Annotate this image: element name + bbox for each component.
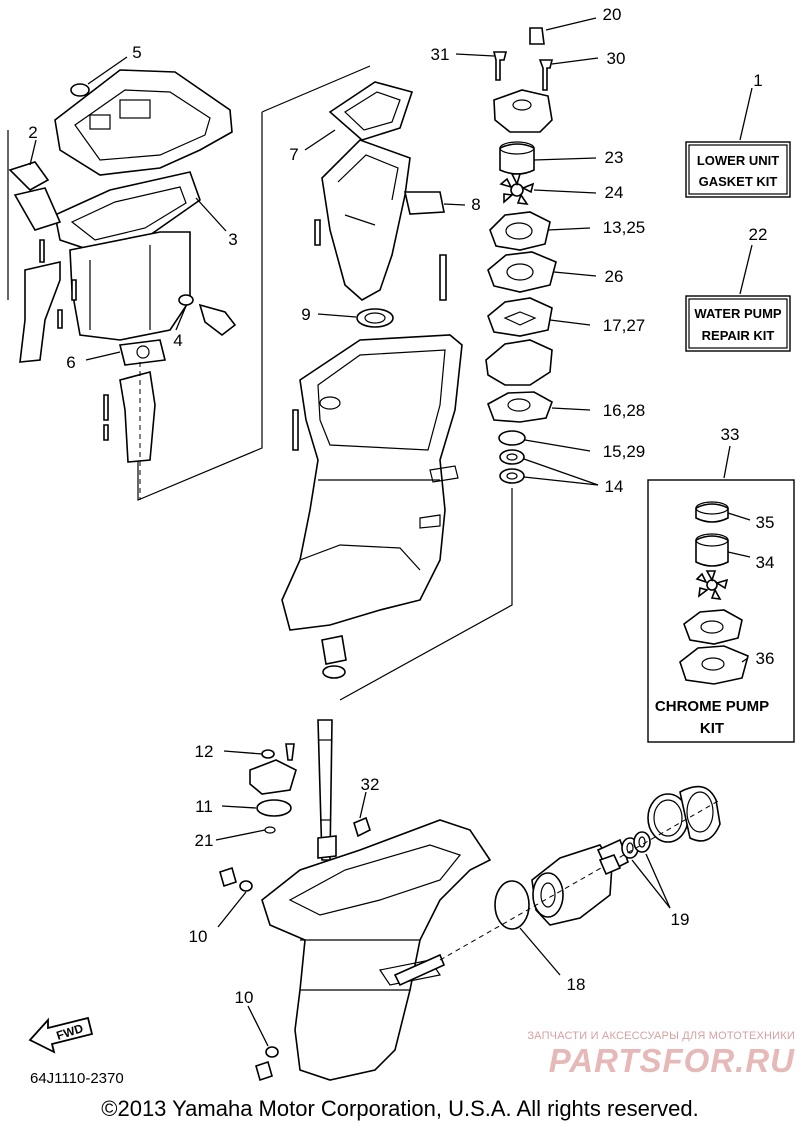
upper-case-group xyxy=(281,81,463,679)
callout-30: 30 xyxy=(607,49,626,68)
exhaust-chamber xyxy=(321,139,411,301)
callout-1: 1 xyxy=(753,71,762,90)
plate-36 xyxy=(679,645,749,685)
bolt-20 xyxy=(529,27,545,45)
gasket-3 xyxy=(54,171,201,251)
water-pump-group xyxy=(339,27,557,701)
callout-10a: 10 xyxy=(189,927,208,946)
callout-26: 26 xyxy=(605,267,624,286)
callout-8: 8 xyxy=(471,195,480,214)
callout-33: 33 xyxy=(721,425,740,444)
seal-9 xyxy=(356,308,394,328)
drain-plug-10a xyxy=(219,866,237,888)
callout-2: 2 xyxy=(28,123,37,142)
callout-31: 31 xyxy=(431,45,450,64)
exhaust-manifold xyxy=(19,260,61,363)
callout-22: 22 xyxy=(749,225,768,244)
bolt-30 xyxy=(538,59,554,91)
chrome-pump-kit-line2: KIT xyxy=(700,720,724,737)
oil-seal-14a xyxy=(499,449,525,465)
insert-23 xyxy=(499,143,535,175)
callout-16-28: 16,28 xyxy=(603,401,646,420)
oring-18 xyxy=(494,880,530,930)
gasket-7 xyxy=(328,81,414,141)
lower-unit-kit-line2: GASKET KIT xyxy=(699,174,778,189)
lower-unit-kit-line1: LOWER UNIT xyxy=(697,153,779,168)
insert-35 xyxy=(695,503,729,523)
callout-20: 20 xyxy=(603,5,622,24)
plug-5 xyxy=(70,83,90,97)
gasket-6 xyxy=(119,339,166,366)
drawing-code: 64J1110-2370 xyxy=(30,1070,124,1087)
callout-10b: 10 xyxy=(235,988,254,1007)
callout-19: 19 xyxy=(671,910,690,929)
callout-13-25: 13,25 xyxy=(603,218,646,237)
oil-pan xyxy=(69,231,191,341)
ring-nut xyxy=(679,785,721,842)
liner-34 xyxy=(695,535,729,567)
callout-9: 9 xyxy=(301,305,310,324)
gasket-16-28 xyxy=(487,391,553,423)
copyright-notice: ©2013 Yamaha Motor Corporation, U.S.A. A… xyxy=(101,1096,699,1121)
upper-casing-group xyxy=(7,65,371,501)
gasket-17-27 xyxy=(487,297,553,337)
water-pump-kit-line1: WATER PUMP xyxy=(694,306,781,321)
callout-12: 12 xyxy=(195,742,214,761)
callout-numbers: 1 2 3 4 5 6 7 8 9 10 10 11 12 13,25 14 1… xyxy=(28,5,774,1007)
callout-6: 6 xyxy=(66,353,75,372)
callout-15-29: 15,29 xyxy=(603,442,646,461)
callout-7: 7 xyxy=(289,145,298,164)
upper-mount-plate xyxy=(54,69,233,176)
callout-24: 24 xyxy=(605,183,624,202)
bolts-left xyxy=(39,239,109,441)
watermark-logo: PARTSFOR.RU xyxy=(548,1042,795,1079)
callout-4: 4 xyxy=(173,331,182,350)
oring-15-29 xyxy=(498,430,526,446)
callout-11: 11 xyxy=(195,797,213,816)
pump-housing xyxy=(493,89,553,133)
oring-21 xyxy=(264,826,276,834)
callout-36: 36 xyxy=(756,649,775,668)
gasket-2 xyxy=(8,161,50,191)
upper-casing xyxy=(281,334,463,631)
plate-26 xyxy=(487,251,557,293)
lower-unit-gasket-kit-box: LOWER UNIT GASKET KIT xyxy=(685,87,791,198)
callout-14: 14 xyxy=(605,477,624,496)
fwd-arrow: FWD xyxy=(28,1016,94,1054)
exhaust-guide xyxy=(119,370,156,463)
grommet xyxy=(198,303,237,337)
callout-34: 34 xyxy=(756,553,775,572)
callout-5: 5 xyxy=(132,43,141,62)
cover-12 xyxy=(249,759,297,795)
impeller-24 xyxy=(499,173,535,205)
gasket-13-25 xyxy=(489,211,551,251)
damper-8 xyxy=(403,191,445,215)
gearcase xyxy=(261,819,492,1081)
callout-18: 18 xyxy=(567,975,586,994)
chrome-pump-kit-box: CHROME PUMP KIT xyxy=(647,445,795,743)
callout-32: 32 xyxy=(361,775,380,794)
watermark-tagline: ЗАПЧАСТИ И АКСЕССУАРЫ ДЛЯ МОТОТЕХНИКИ xyxy=(527,1030,795,1042)
bolt-31 xyxy=(492,51,508,81)
callout-17-27: 17,27 xyxy=(603,316,646,335)
bearing-housing xyxy=(531,838,629,926)
drain-plug-10b xyxy=(255,1060,273,1082)
callout-21: 21 xyxy=(195,831,214,850)
oil-seal-14b xyxy=(499,468,525,484)
seal-4 xyxy=(178,294,194,306)
callout-35: 35 xyxy=(756,513,775,532)
plug-32 xyxy=(353,816,371,838)
water-pump-kit-line2: REPAIR KIT xyxy=(702,328,775,343)
pump-cartridge xyxy=(485,339,553,386)
seal-19b xyxy=(633,831,651,853)
oring-11 xyxy=(256,799,292,817)
callout-3: 3 xyxy=(228,230,237,249)
chrome-pump-kit-line1: CHROME PUMP xyxy=(655,698,769,715)
leader-lines xyxy=(29,17,751,1047)
lower-unit-group xyxy=(219,719,721,1082)
callout-23: 23 xyxy=(605,148,624,167)
water-pump-repair-kit-box: WATER PUMP REPAIR KIT xyxy=(685,244,791,352)
propeller-shaft xyxy=(393,953,446,987)
